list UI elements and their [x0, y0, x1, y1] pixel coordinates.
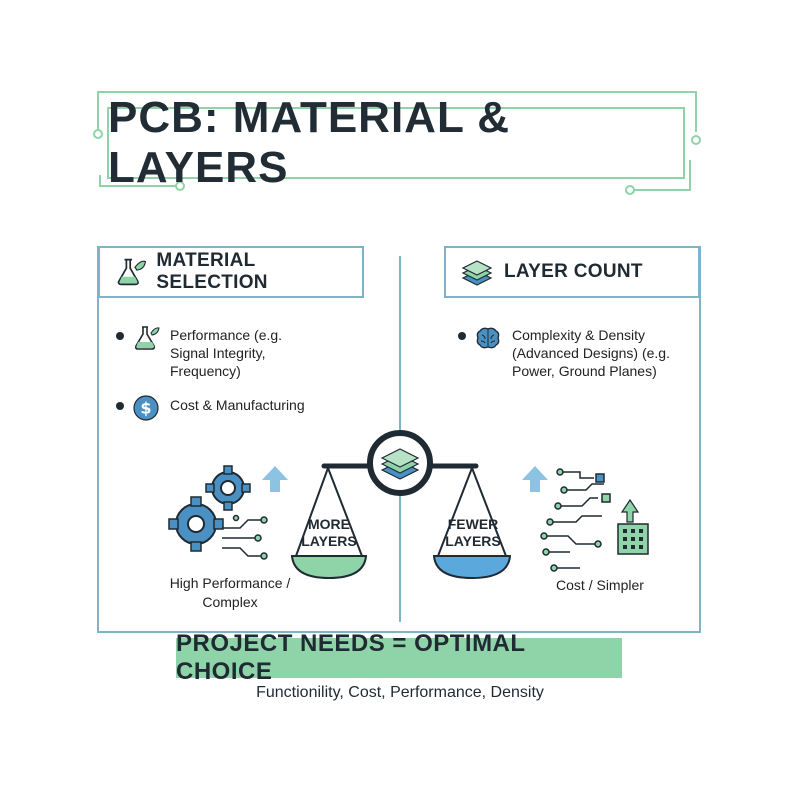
up-arrow-icon — [522, 466, 548, 492]
more-layers-label: MORE LAYERS — [290, 516, 368, 550]
material-bullet-cost: $ Cost & Manufacturing — [116, 395, 305, 422]
trace-node — [175, 181, 185, 191]
bullet-dot — [116, 402, 124, 410]
caption-line: High Performance / — [169, 575, 291, 591]
svg-text:$: $ — [140, 399, 151, 418]
right-pan — [432, 555, 512, 580]
pan-label-line: LAYERS — [445, 533, 501, 549]
trace-node — [93, 129, 103, 139]
pan-label-line: LAYERS — [301, 533, 357, 549]
high-performance-caption: High Performance / Complex — [150, 574, 310, 612]
flask-icon — [134, 326, 160, 350]
layer-count-title: LAYER COUNT — [504, 261, 643, 282]
building-icon — [617, 498, 649, 555]
bullet-line: Cost & Manufacturing — [170, 397, 305, 413]
material-selection-title: MATERIAL SELECTION — [156, 250, 268, 293]
circuit-board-icon — [540, 468, 611, 572]
cost-simpler-caption: Cost / Simpler — [556, 577, 644, 593]
trace-node — [691, 135, 701, 145]
left-pan — [290, 555, 368, 580]
balance-scale — [295, 463, 507, 557]
bullet-line: Frequency) — [170, 363, 241, 379]
flask-leaf-icon — [117, 258, 147, 286]
gears-icon — [168, 465, 251, 552]
bullet-dot — [116, 332, 124, 340]
layers-icon — [461, 260, 493, 286]
material-selection-header: MATERIAL SELECTION — [98, 246, 364, 298]
dollar-icon: $ — [133, 395, 159, 421]
material-bullet-performance: Performance (e.g. Signal Integrity, Freq… — [116, 326, 282, 380]
trace-node — [625, 185, 635, 195]
bullet-line: Performance (e.g. — [170, 327, 283, 343]
title-frame — [93, 91, 701, 195]
optimal-choice-banner: PROJECT NEEDS = OPTIMAL CHOICE — [176, 630, 622, 685]
up-arrow-icon — [262, 466, 288, 492]
circuit-traces-icon — [222, 514, 268, 560]
bullet-line: (Advanced Designs) (e.g. — [512, 345, 670, 361]
fewer-layers-label: FEWER LAYERS — [434, 516, 512, 550]
bullet-dot — [458, 332, 466, 340]
layer-count-header: LAYER COUNT — [444, 246, 700, 298]
bullet-line: Signal Integrity, — [170, 345, 266, 361]
layer-bullet-complexity: Complexity & Density (Advanced Designs) … — [458, 326, 670, 380]
layers-icon-center — [380, 448, 420, 480]
pan-label-line: MORE — [308, 516, 350, 532]
bullet-line: Power, Ground Planes) — [512, 363, 657, 379]
brain-icon — [476, 327, 500, 349]
criteria-subtitle: Functionility, Cost, Performance, Densit… — [256, 684, 544, 701]
caption-line: Complex — [202, 594, 258, 610]
bullet-line: Complexity & Density — [512, 327, 646, 343]
pan-label-line: FEWER — [447, 516, 499, 532]
